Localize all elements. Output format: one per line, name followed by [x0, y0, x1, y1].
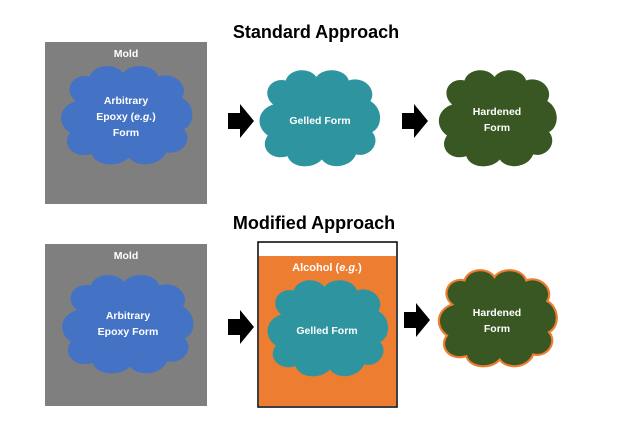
alcohol-label: Alcohol (e.g.)	[292, 262, 362, 274]
standard-arrow-2-icon	[402, 104, 428, 138]
standard-epoxy-line1: Arbitrary	[104, 95, 149, 107]
modified-approach-heading: Modified Approach	[233, 213, 395, 233]
modified-hardened-line2: Form	[484, 323, 510, 335]
modified-gelled-label: Gelled Form	[296, 325, 357, 337]
standard-gelled-label: Gelled Form	[289, 115, 350, 127]
standard-approach-heading: Standard Approach	[233, 22, 399, 42]
modified-epoxy-line2: Epoxy Form	[98, 326, 159, 338]
standard-mold-label: Mold	[114, 48, 139, 60]
modified-epoxy-cloud	[62, 275, 194, 374]
standard-hardened-line2: Form	[484, 122, 510, 134]
standard-hardened-line1: Hardened	[473, 106, 521, 118]
modified-arrow-1-icon	[228, 310, 254, 344]
modified-epoxy-line1: Arbitrary	[106, 310, 151, 322]
modified-hardened-line1: Hardened	[473, 307, 521, 319]
modified-mold-label: Mold	[114, 250, 139, 262]
standard-epoxy-line2: Epoxy (e.g.)	[96, 111, 156, 123]
standard-epoxy-line3: Form	[113, 127, 139, 139]
modified-arrow-2-icon	[404, 303, 430, 337]
standard-arrow-1-icon	[228, 104, 254, 138]
standard-hardened-cloud	[438, 70, 557, 167]
